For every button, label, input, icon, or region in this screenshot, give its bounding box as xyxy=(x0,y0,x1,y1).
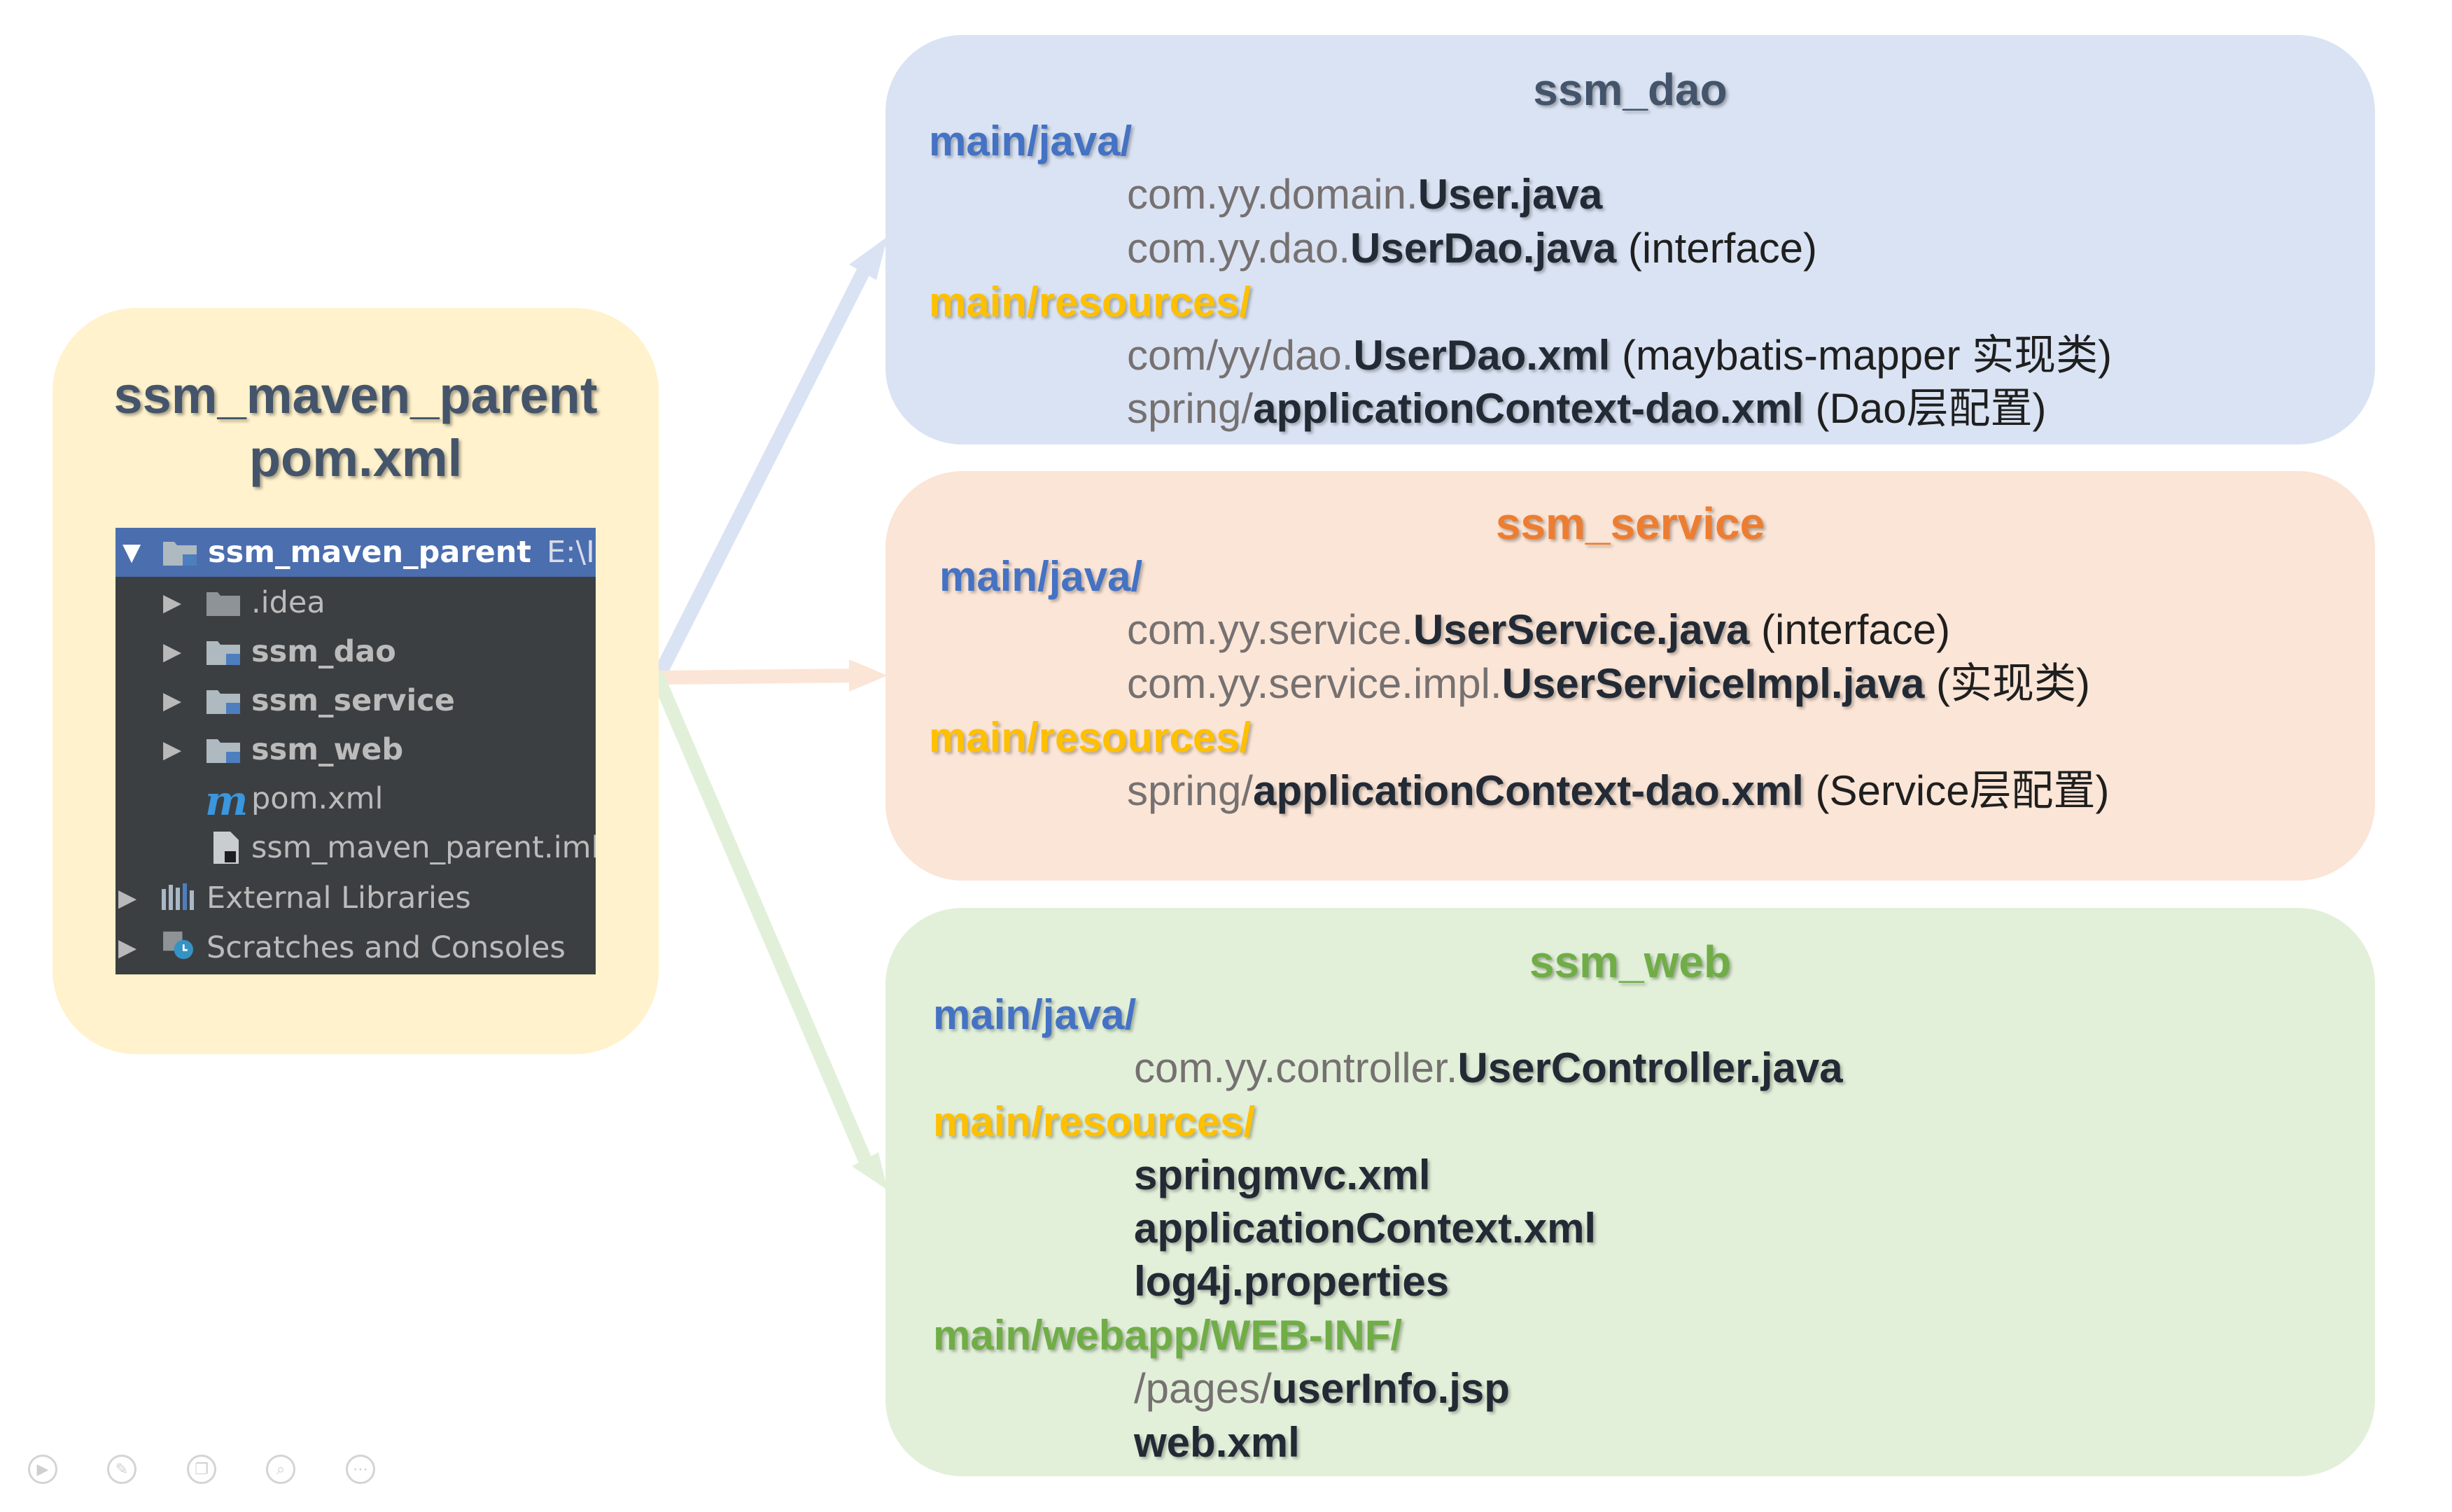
expand-arrow-icon[interactable]: ▼ xyxy=(122,538,141,566)
tree-item-label: ssm_dao xyxy=(251,634,396,669)
folder-icon xyxy=(206,592,240,616)
arrow-to-web xyxy=(651,671,871,1166)
expand-arrow-icon[interactable]: ▶ xyxy=(163,687,182,715)
libraries-icon xyxy=(162,883,194,910)
arrowhead-web xyxy=(852,1152,888,1190)
dao-file-line: com.yy.domain.User.java xyxy=(1127,171,1603,218)
tree-item-label: ssm_maven_parent.iml xyxy=(251,830,596,865)
web-file-line: /pages/userInfo.jsp xyxy=(1134,1365,1510,1412)
parent-title: ssm_maven_parent xyxy=(113,366,598,424)
pen-icon[interactable]: ✎ xyxy=(107,1455,136,1484)
web-file-line: applicationContext.xml xyxy=(1134,1205,1597,1252)
tree-row-ssm-service[interactable]: ▶ ssm_service xyxy=(115,676,596,725)
tree-row-scratches[interactable]: ▶ Scratches and Consoles xyxy=(115,923,596,972)
web-main-resources-dir: main/resources/ xyxy=(933,1098,1256,1145)
more-icon[interactable]: ⋯ xyxy=(346,1455,375,1484)
module-folder-icon xyxy=(206,739,240,763)
dao-file-line: spring/applicationContext-dao.xml (Dao层配… xyxy=(1127,385,2047,432)
web-file-line: springmvc.xml xyxy=(1134,1152,1431,1198)
tree-item-label: External Libraries xyxy=(206,881,471,916)
dao-module-card: ssm_dao main/java/ com.yy.domain.User.ja… xyxy=(885,35,2375,444)
service-main-java-dir: main/java/ xyxy=(939,553,1143,600)
tree-item-label: ssm_web xyxy=(251,732,404,767)
module-folder-icon xyxy=(163,542,197,566)
tree-row-idea[interactable]: ▶ .idea xyxy=(115,578,596,627)
web-module-card: ssm_web main/java/ com.yy.controller.Use… xyxy=(885,908,2375,1476)
service-card-title: ssm_service xyxy=(1495,498,1765,549)
dao-main-java-dir: main/java/ xyxy=(929,118,1133,164)
tree-item-label: Scratches and Consoles xyxy=(206,930,566,965)
web-file-line: com.yy.controller.UserController.java xyxy=(1134,1044,1843,1091)
service-file-line: com.yy.service.impl.UserServiceImpl.java… xyxy=(1127,660,2091,707)
arrow-to-dao xyxy=(651,262,871,685)
service-module-card: ssm_service main/java/ com.yy.service.Us… xyxy=(885,471,2375,881)
tree-row-ssm-web[interactable]: ▶ ssm_web xyxy=(115,725,596,774)
expand-arrow-icon[interactable]: ▶ xyxy=(163,638,182,666)
zoom-icon[interactable]: ⌕ xyxy=(266,1455,295,1484)
dao-file-line: com.yy.dao.UserDao.java (interface) xyxy=(1127,225,1817,272)
arrowhead-dao xyxy=(849,237,888,280)
iml-file-icon xyxy=(213,832,239,864)
web-file-line: web.xml xyxy=(1134,1419,1300,1466)
tree-row-pom[interactable]: m pom.xml xyxy=(115,774,596,825)
expand-arrow-icon[interactable]: ▶ xyxy=(163,589,182,617)
web-webapp-dir: main/webapp/WEB-INF/ xyxy=(933,1312,1403,1359)
tree-row-iml[interactable]: ssm_maven_parent.iml xyxy=(115,823,596,872)
arrowhead-service xyxy=(849,659,888,692)
service-file-line: com.yy.service.UserService.java (interfa… xyxy=(1127,606,1951,653)
play-icon[interactable]: ▶ xyxy=(28,1455,57,1484)
tree-row-external-libraries[interactable]: ▶ External Libraries xyxy=(115,874,596,923)
dao-card-title: ssm_dao xyxy=(1533,64,1728,115)
tree-item-label: pom.xml xyxy=(251,781,384,816)
module-folder-icon xyxy=(206,690,240,714)
scratches-icon xyxy=(163,931,193,960)
expand-arrow-icon[interactable]: ▶ xyxy=(118,934,137,962)
copy-icon[interactable]: ❐ xyxy=(187,1455,216,1484)
module-folder-icon xyxy=(206,641,240,665)
dao-file-line: com/yy/dao.UserDao.xml (maybatis-mapper … xyxy=(1127,332,2113,379)
maven-icon: m xyxy=(205,777,248,825)
dao-main-resources-dir: main/resources/ xyxy=(929,279,1252,326)
tree-row-ssm-dao[interactable]: ▶ ssm_dao xyxy=(115,627,596,676)
tree-item-label: ssm_service xyxy=(251,683,455,718)
web-main-java-dir: main/java/ xyxy=(933,991,1137,1038)
service-main-resources-dir: main/resources/ xyxy=(929,714,1252,761)
expand-arrow-icon[interactable]: ▶ xyxy=(118,884,137,912)
service-file-line: spring/applicationContext-dao.xml (Servi… xyxy=(1127,767,2110,814)
tree-item-label: .idea xyxy=(251,585,325,620)
web-file-line: log4j.properties xyxy=(1134,1258,1450,1305)
arrow-to-service xyxy=(651,668,868,685)
web-card-title: ssm_web xyxy=(1529,937,1732,987)
parent-subtitle: pom.xml xyxy=(248,429,463,487)
expand-arrow-icon[interactable]: ▶ xyxy=(163,736,182,764)
